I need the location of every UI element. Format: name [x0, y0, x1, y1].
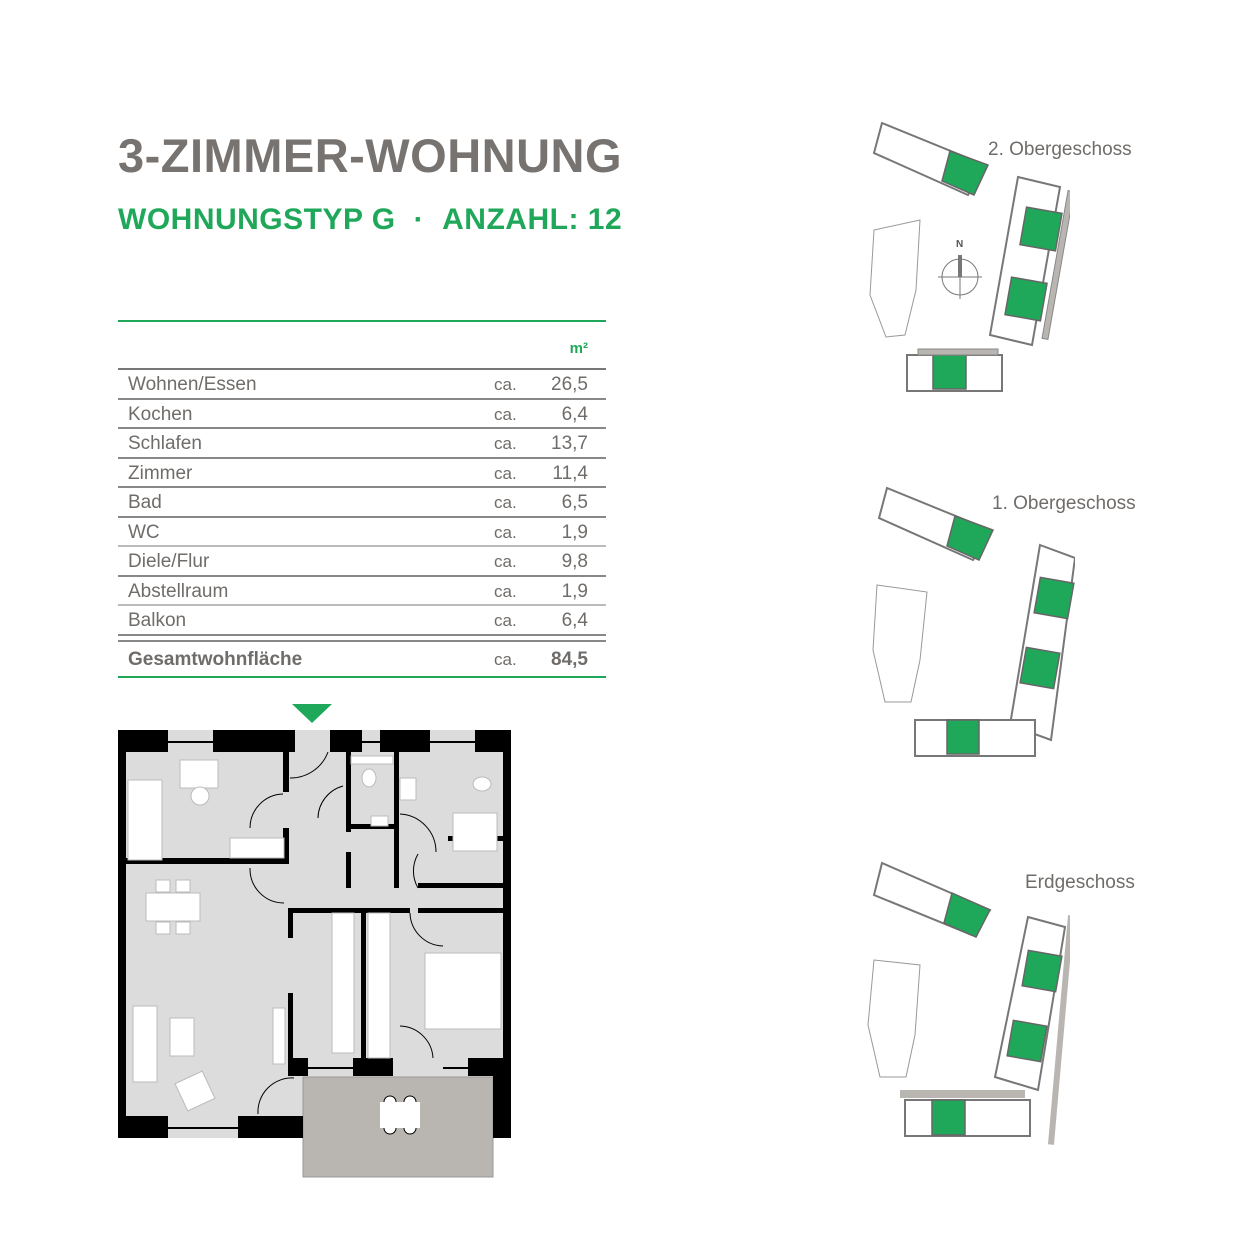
approx-label: ca.	[494, 552, 517, 571]
table-row: WC ca. 1,9	[118, 518, 606, 547]
room-area: 11,4	[552, 462, 588, 484]
table-top-rule	[118, 320, 606, 322]
room-area: 6,4	[561, 610, 588, 631]
approx-label: ca.	[494, 434, 517, 453]
balcony	[302, 1076, 494, 1178]
apartment-type: WOHNUNGSTYP G	[118, 203, 396, 236]
approx-label: ca.	[494, 522, 517, 542]
separator-dot: ·	[413, 203, 425, 236]
approx-label: ca.	[494, 581, 517, 601]
apartment-floor-plan	[118, 730, 511, 1178]
level-label-1og: 1. Obergeschoss	[992, 493, 1136, 514]
unit-label: m²	[569, 340, 588, 357]
table-row: Kochen ca. 6,4	[118, 400, 606, 429]
room-name: Zimmer	[128, 462, 193, 484]
total-row: Gesamtwohnfläche ca. 84,5	[118, 642, 606, 678]
approx-label: ca.	[494, 404, 517, 424]
compass-icon: N	[938, 239, 982, 299]
approx-label: ca.	[494, 649, 517, 669]
approx-label: ca.	[494, 463, 517, 483]
area-table: m² Wohnen/Essen ca. 26,5 Kochen ca. 6,4 Schl…	[118, 320, 606, 678]
approx-label: ca.	[494, 375, 517, 394]
room-name: Diele/Flur	[128, 551, 210, 572]
room-name: Wohnen/Essen	[128, 374, 257, 395]
room-name: WC	[128, 521, 160, 543]
site-plan-2og: N	[869, 121, 1070, 392]
approx-label: ca.	[494, 493, 517, 512]
level-label-2og: 2. Obergeschoss	[988, 139, 1132, 160]
room-area: 1,9	[561, 521, 588, 543]
room-name: Bad	[128, 492, 162, 513]
page-title: 3-ZIMMER-WOHNUNG	[118, 129, 623, 182]
apartment-count: ANZAHL: 12	[442, 203, 623, 236]
room-name: Schlafen	[128, 433, 202, 454]
room-name: Balkon	[128, 610, 187, 631]
svg-text:N: N	[956, 239, 963, 250]
room-area: 13,7	[551, 433, 588, 454]
apartment-subtitle: WOHNUNGSTYP G · ANZAHL: 12	[118, 205, 622, 235]
table-header: m²	[118, 322, 606, 370]
table-row: Diele/Flur ca. 9,8	[118, 547, 606, 577]
room-name: Abstellraum	[128, 580, 229, 602]
table-row: Abstellraum ca. 1,9	[118, 577, 606, 606]
room-area: 6,4	[561, 403, 588, 425]
room-area: 1,9	[561, 580, 588, 602]
site-plan-1og	[872, 486, 1075, 757]
room-name: Kochen	[128, 403, 193, 425]
room-area: 26,5	[551, 374, 588, 395]
entry-arrow-icon	[292, 704, 332, 723]
total-label: Gesamtwohnfläche	[128, 648, 303, 670]
total-separator	[118, 636, 606, 642]
approx-label: ca.	[494, 611, 517, 630]
room-area: 9,8	[561, 551, 588, 572]
table-row: Wohnen/Essen ca. 26,5	[118, 370, 606, 400]
level-label-eg: Erdgeschoss	[1025, 872, 1135, 893]
table-row: Balkon ca. 6,4	[118, 606, 606, 636]
table-row: Zimmer ca. 11,4	[118, 459, 606, 488]
room-area: 6,5	[561, 492, 588, 513]
table-row: Bad ca. 6,5	[118, 488, 606, 518]
total-area: 84,5	[551, 648, 588, 670]
table-row: Schlafen ca. 13,7	[118, 429, 606, 459]
site-plan-eg	[867, 861, 1070, 1145]
